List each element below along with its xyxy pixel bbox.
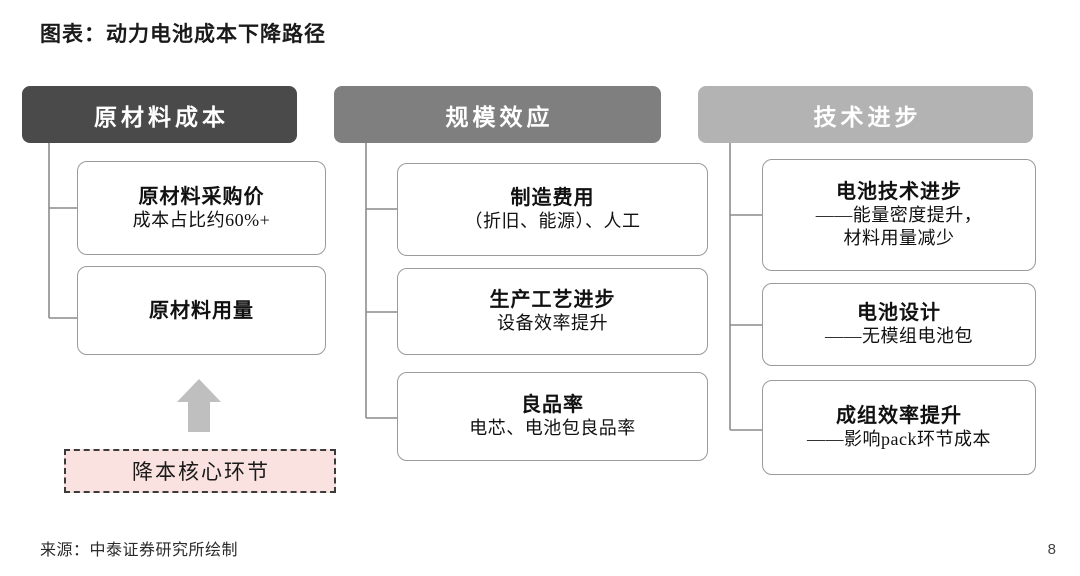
highlight-label: 降本核心环节 [132,460,270,484]
page-title: 图表：动力电池成本下降路径 [40,22,326,46]
node-subtitle: ——影响pack环节成本 [807,429,991,450]
node-title: 原材料用量 [149,299,254,322]
node-yield-rate[interactable]: 良品率 电芯、电池包良品率 [397,372,708,461]
node-subtitle-line2: 材料用量减少 [843,228,955,248]
node-title: 成组效率提升 [836,405,962,428]
highlight-core-cost-reduction[interactable]: 降本核心环节 [64,449,336,493]
node-subtitle: 设备效率提升 [497,313,608,334]
page-number: 8 [1047,541,1056,558]
node-title: 制造费用 [510,187,595,210]
source-note: 来源：中泰证券研究所绘制 [40,542,239,559]
node-battery-technology-progress[interactable]: 电池技术进步 ——能量密度提升， 材料用量减少 [762,159,1036,271]
node-title: 良品率 [521,394,584,417]
node-subtitle: （折旧、能源）、人工 [464,211,641,232]
column-header-raw-material-cost[interactable]: 原材料成本 [22,86,297,143]
node-battery-design[interactable]: 电池设计 ——无模组电池包 [762,283,1036,366]
node-subtitle: ——无模组电池包 [825,326,973,347]
arrow-up-icon [177,379,221,432]
node-title: 原材料采购价 [138,185,265,208]
node-subtitle: 电芯、电池包良品率 [469,418,636,439]
node-raw-material-usage[interactable]: 原材料用量 [77,266,326,355]
node-subtitle: ——能量密度提升， [815,204,983,225]
node-grouping-efficiency-improvement[interactable]: 成组效率提升 ——影响pack环节成本 [762,380,1036,475]
node-production-process-progress[interactable]: 生产工艺进步 设备效率提升 [397,268,708,355]
node-manufacturing-cost[interactable]: 制造费用 （折旧、能源）、人工 [397,163,708,256]
column-header-scale-effect[interactable]: 规模效应 [334,86,661,143]
node-title: 电池设计 [857,302,941,325]
node-subtitle: 成本占比约60%+ [132,209,271,230]
node-title: 生产工艺进步 [489,289,616,312]
node-title: 电池技术进步 [836,180,962,203]
node-raw-material-purchase-price[interactable]: 原材料采购价 成本占比约60%+ [77,161,326,255]
column-header-technology-progress[interactable]: 技术进步 [698,86,1033,143]
